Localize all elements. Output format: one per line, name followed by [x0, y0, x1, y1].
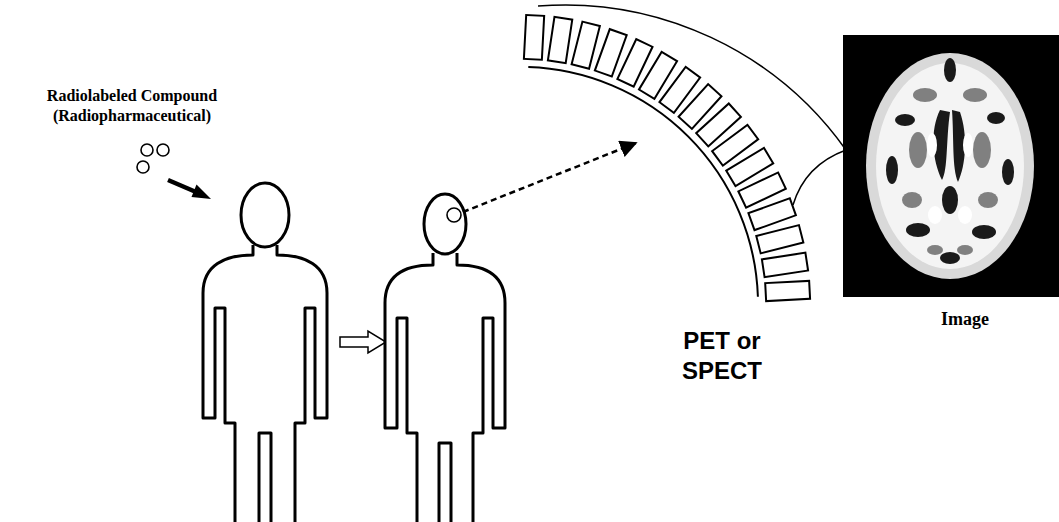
process-arrow [340, 331, 386, 353]
detector-inner-arc [528, 67, 758, 297]
tracer-circle [157, 144, 169, 156]
tracer-molecules [137, 144, 169, 173]
brain-bright-regions [927, 133, 973, 224]
person-head [241, 183, 289, 247]
detector-crystal [756, 225, 803, 253]
detector-crystal [548, 17, 572, 63]
person-figure [385, 194, 505, 522]
compound-label: Radiolabeled Compound (Radiopharmaceutic… [32, 86, 232, 126]
detector-bracket [538, 5, 846, 205]
detector-crystal [524, 15, 544, 60]
detector-ring [524, 15, 810, 301]
arrow-head [192, 185, 212, 200]
brain-cortex [876, 63, 1024, 269]
arrow-shaft [168, 180, 196, 192]
image-background [843, 35, 1059, 297]
detector-crystal [765, 281, 810, 301]
emission-arrow [463, 143, 636, 212]
person-body [385, 253, 505, 522]
injection-arrow [168, 180, 211, 199]
image-label: Image [941, 308, 989, 330]
tracer-circle [141, 144, 153, 156]
person-figure [203, 183, 327, 522]
brain-grey-regions [902, 88, 998, 255]
brain-outline [866, 53, 1034, 279]
tracer-circle [137, 161, 149, 173]
scanner-label: PET or SPECT [682, 326, 762, 386]
detector-crystal [572, 22, 600, 69]
tracer-circle [447, 208, 461, 222]
person-body [203, 245, 327, 522]
detector-crystal [748, 198, 795, 230]
person-head [424, 194, 466, 254]
brain-dark-regions [886, 58, 1014, 264]
detector-crystal [762, 253, 808, 277]
brain-scan-image [843, 35, 1059, 297]
